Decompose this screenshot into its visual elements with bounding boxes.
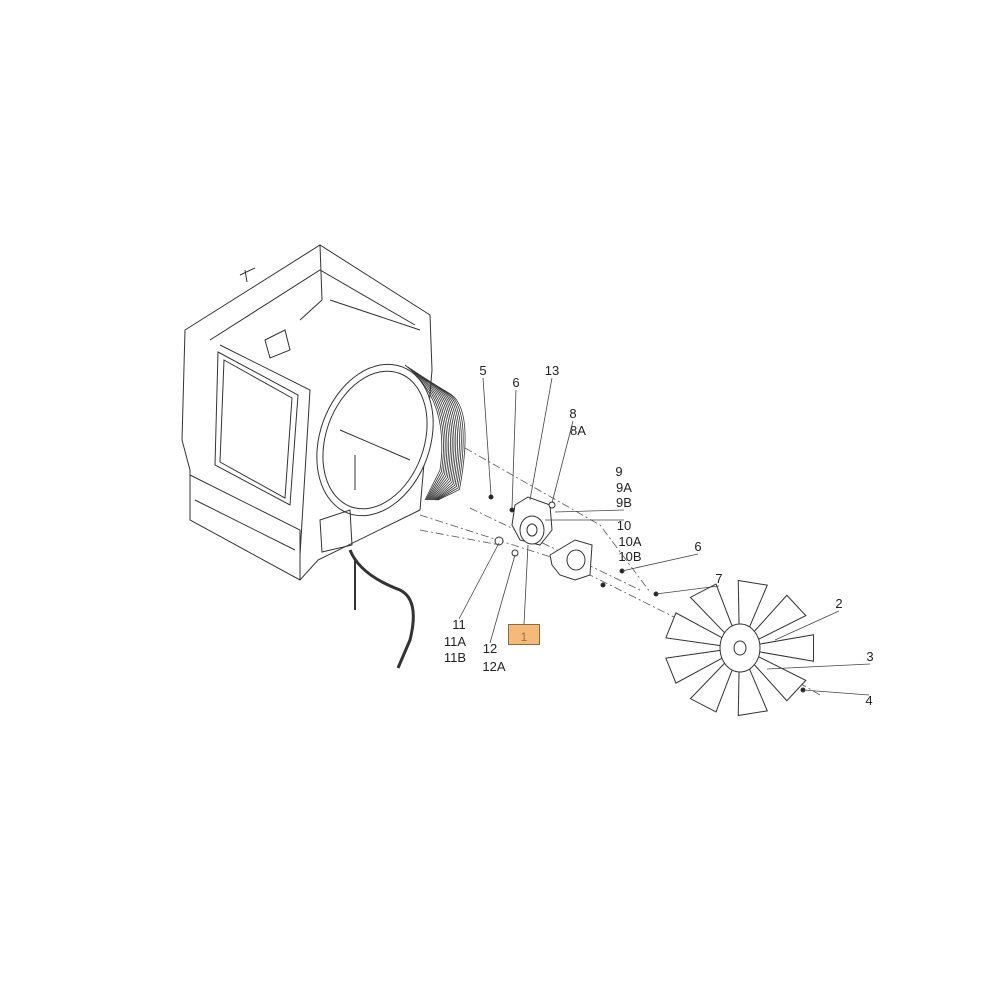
mesh-fin [425, 378, 455, 501]
callout-label[interactable]: 10A [618, 534, 641, 549]
callout-label[interactable]: 12A [482, 659, 505, 674]
callout-label[interactable]: 13 [545, 363, 559, 378]
mesh-fin [419, 374, 451, 501]
highlighted-callout-1[interactable]: 1 [508, 624, 540, 645]
mesh-fin [413, 370, 448, 501]
leader-line [621, 553, 699, 572]
callout-label[interactable]: 4 [865, 693, 872, 708]
callout-label[interactable]: 10 [617, 518, 631, 533]
mesh-fin [407, 366, 444, 501]
callout-label[interactable]: 11A [444, 634, 466, 649]
mesh-fin [410, 368, 446, 501]
callout-label[interactable]: 6 [694, 539, 701, 554]
leader-line [482, 377, 492, 496]
mesh-fin [404, 364, 443, 501]
callout-label[interactable]: 8A [570, 423, 586, 438]
callout-label[interactable]: 7 [715, 571, 722, 586]
mesh-fin [437, 390, 466, 501]
callout-label[interactable]: 11B [444, 650, 466, 665]
callout-label[interactable]: 5 [479, 363, 486, 378]
mesh-fin [416, 372, 450, 501]
callout-label[interactable]: 6 [512, 375, 519, 390]
mesh-fin [422, 376, 453, 501]
leader-line [511, 389, 517, 509]
leader-lines [458, 377, 871, 696]
radiator-housing [181, 244, 434, 669]
leader-line [489, 554, 516, 644]
leader-line [802, 689, 870, 696]
cooling-fan [665, 579, 815, 717]
callout-label[interactable]: 12 [483, 641, 497, 656]
callout-label[interactable]: 10B [618, 549, 641, 564]
leader-line [523, 544, 529, 625]
fan-blade [757, 634, 815, 662]
leader-line [529, 377, 553, 501]
callout-label[interactable]: 2 [835, 596, 842, 611]
callout-label[interactable]: 9B [616, 495, 632, 510]
leader-line [766, 663, 871, 670]
callout-label[interactable]: 11 [452, 617, 466, 632]
callout-label[interactable]: 9A [616, 480, 632, 495]
callout-label[interactable]: 9 [615, 464, 622, 479]
leader-line [458, 542, 500, 620]
mesh-fin [428, 380, 457, 501]
fan-shroud-mesh [404, 364, 466, 501]
callout-label[interactable]: 3 [866, 649, 873, 664]
leader-line [554, 509, 625, 513]
callout-label[interactable]: 8 [569, 406, 576, 421]
fan-drive-parts [488, 494, 806, 693]
leader-line [551, 420, 574, 504]
fan-hub-bore [733, 640, 747, 656]
leader-line [774, 610, 840, 641]
leader-line [655, 585, 720, 595]
